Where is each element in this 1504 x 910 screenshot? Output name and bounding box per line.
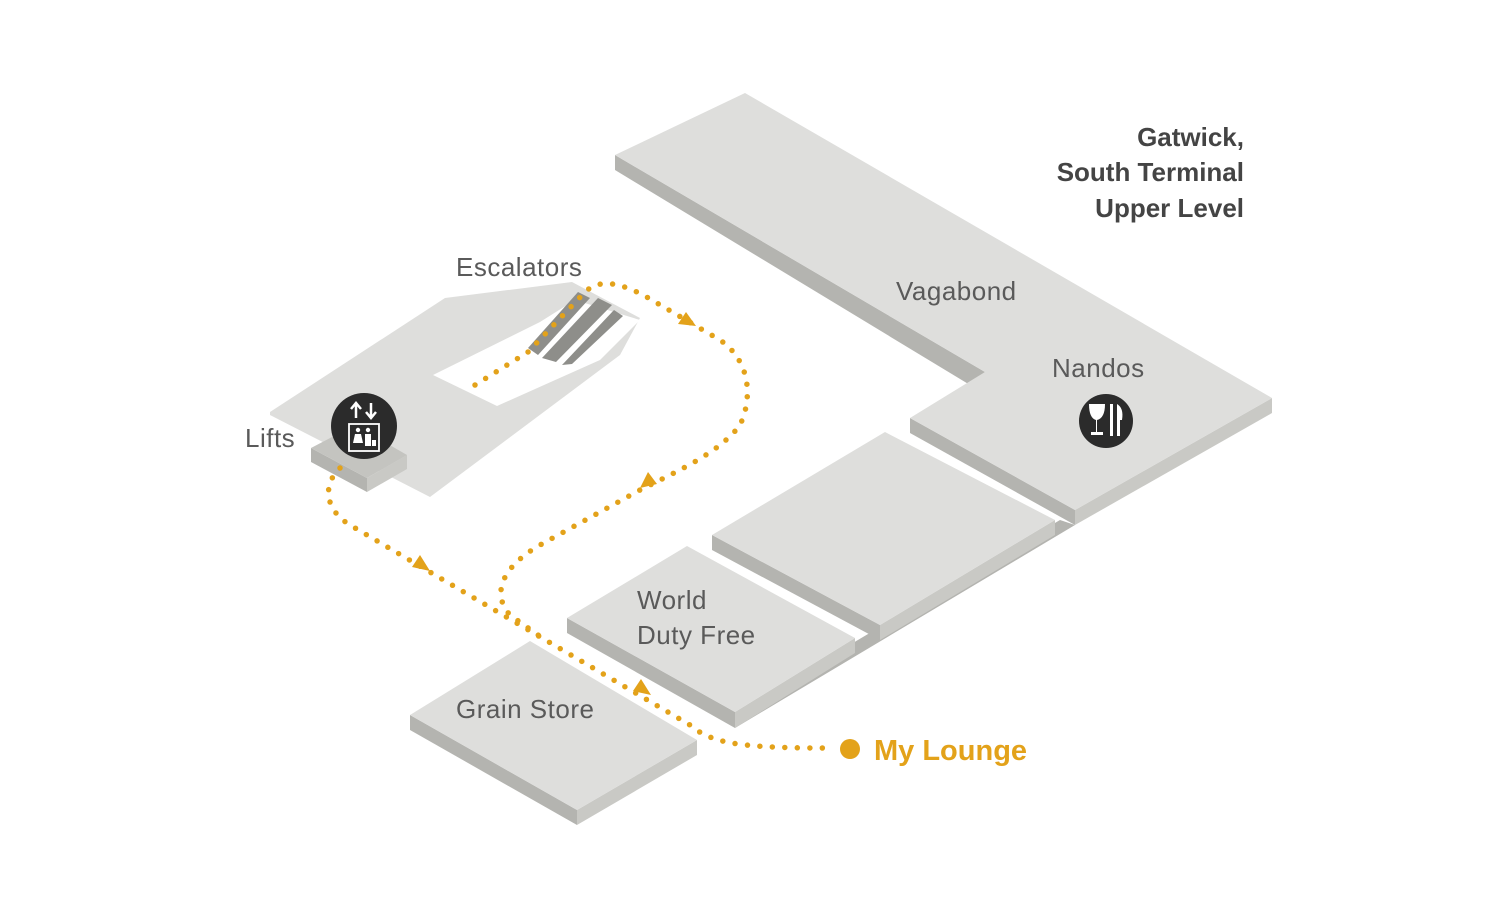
escalators-label: Escalators xyxy=(456,252,582,282)
nandos-label: Nandos xyxy=(1052,353,1145,383)
grain-store-label: Grain Store xyxy=(456,694,594,724)
vagabond-label: Vagabond xyxy=(896,276,1017,306)
arrow-icon xyxy=(633,679,651,695)
world-duty-free-block[interactable] xyxy=(567,546,855,728)
title-line-1: Gatwick, xyxy=(1137,122,1244,152)
grain-store-block[interactable] xyxy=(410,641,697,825)
map-title: Gatwick, South Terminal Upper Level xyxy=(1057,122,1244,223)
route-escalator-path xyxy=(472,280,751,643)
lifts-label: Lifts xyxy=(245,423,295,453)
unit-block[interactable] xyxy=(712,432,1055,640)
arrow-icon xyxy=(412,555,430,571)
route-arrows xyxy=(412,312,696,695)
destination-label[interactable]: My Lounge xyxy=(874,735,1027,767)
restaurant-icon[interactable] xyxy=(1079,394,1133,448)
arrow-icon xyxy=(640,472,657,488)
world-duty-free-label-line2: Duty Free xyxy=(637,620,756,650)
title-line-2: South Terminal xyxy=(1057,157,1244,187)
arrow-icon xyxy=(678,312,696,326)
destination-marker[interactable] xyxy=(840,739,860,759)
route-lifts-path xyxy=(325,465,828,751)
title-line-3: Upper Level xyxy=(1095,193,1244,223)
elevator-icon[interactable] xyxy=(331,393,397,459)
world-duty-free-label-line1: World xyxy=(637,585,707,615)
